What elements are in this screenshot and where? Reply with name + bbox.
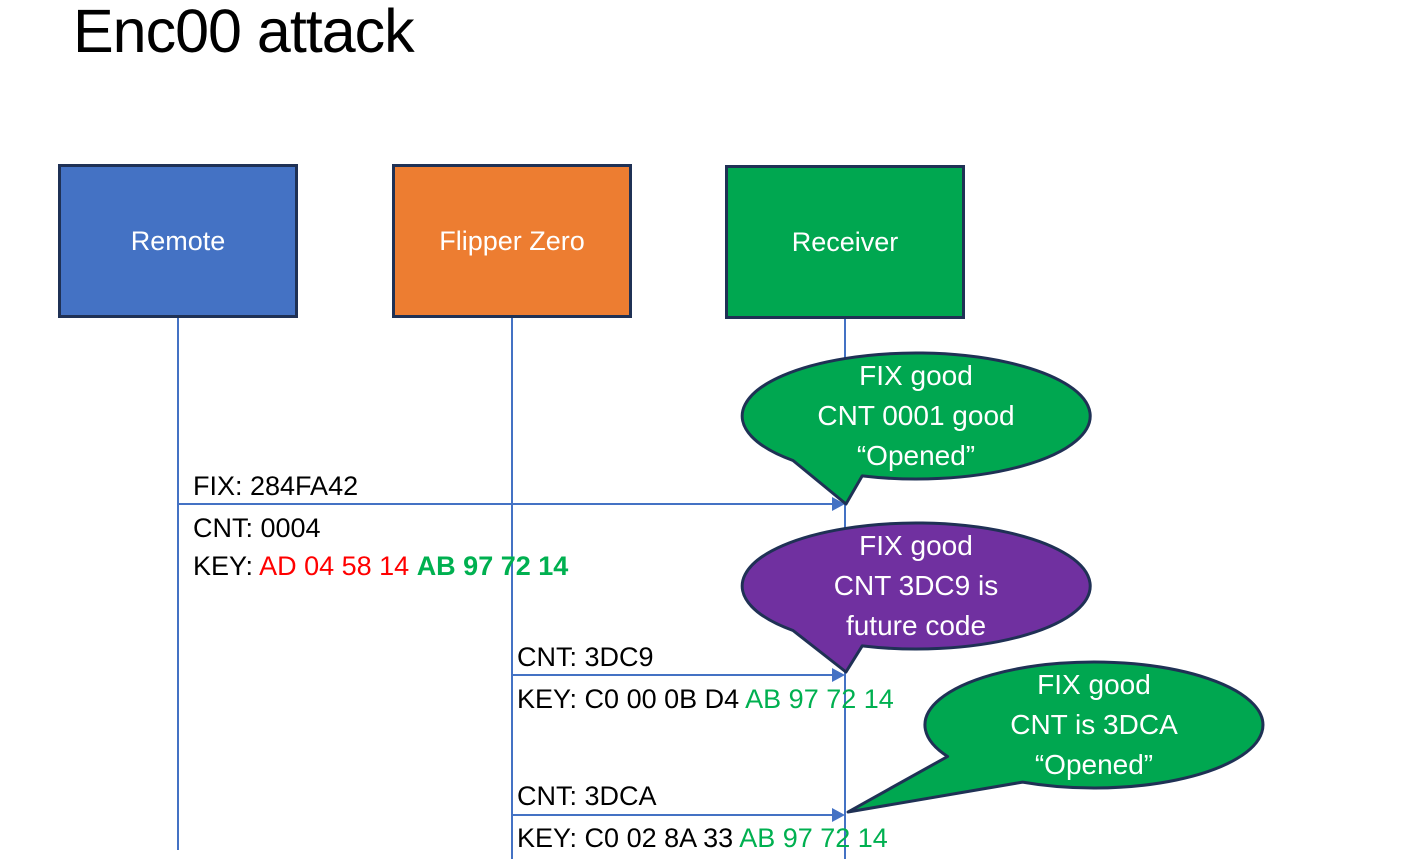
message1-arrow-line xyxy=(178,503,834,505)
message3-key-label: KEY: C0 02 8A 33 AB 97 72 14 xyxy=(517,823,888,853)
message1-key-rolling-bytes: AD 04 58 14 xyxy=(259,551,417,581)
message2-key-rolling-bytes: C0 00 0B D4 xyxy=(584,684,746,714)
message1-detail-labels: CNT: 0004 KEY: AD 04 58 14 AB 97 72 14 xyxy=(193,509,568,585)
actor-label-receiver: Receiver xyxy=(791,226,899,257)
callout-text-1: FIX good CNT 0001 good “Opened” xyxy=(817,360,1015,471)
message3-cnt-label: CNT: 3DCA xyxy=(517,781,657,811)
actor-label-remote: Remote xyxy=(130,225,226,256)
callout-text-3: FIX good CNT is 3DCA “Opened” xyxy=(1010,669,1178,780)
lifeline-flipper-zero xyxy=(511,318,513,859)
callout-bubble-2 xyxy=(740,521,1092,674)
callout-bubble-3 xyxy=(846,660,1265,814)
page-title: Enc00 attack xyxy=(73,0,415,65)
message3-arrowhead-icon xyxy=(832,808,845,822)
message2-arrowhead-icon xyxy=(832,668,845,682)
actor-box-remote: Remote xyxy=(58,164,298,318)
message2-key-fixed-bytes: AB 97 72 14 xyxy=(745,684,894,714)
message1-fix-label: FIX: 284FA42 xyxy=(193,471,359,501)
message3-key-rolling-bytes: C0 02 8A 33 xyxy=(584,823,740,853)
message2-cnt-label: CNT: 3DC9 xyxy=(517,642,654,672)
message1-key-label: KEY: AD 04 58 14 AB 97 72 14 xyxy=(193,551,569,581)
lifeline-remote xyxy=(177,318,179,850)
message3-arrow-line xyxy=(512,814,834,816)
callout-text-2: FIX good CNT 3DC9 is future code xyxy=(833,530,999,641)
message1-key-fixed-bytes: AB 97 72 14 xyxy=(416,551,569,581)
callout-bubble-1 xyxy=(740,351,1092,506)
message3-key-fixed-bytes: AB 97 72 14 xyxy=(739,823,888,853)
actor-box-flipper-zero: Flipper Zero xyxy=(392,164,632,318)
message1-cnt-label: CNT: 0004 xyxy=(193,513,321,543)
message2-key-label: KEY: C0 00 0B D4 AB 97 72 14 xyxy=(517,684,894,714)
actor-box-receiver: Receiver xyxy=(725,165,965,319)
actor-label-flipper-zero: Flipper Zero xyxy=(439,225,585,256)
message2-arrow-line xyxy=(512,674,834,676)
